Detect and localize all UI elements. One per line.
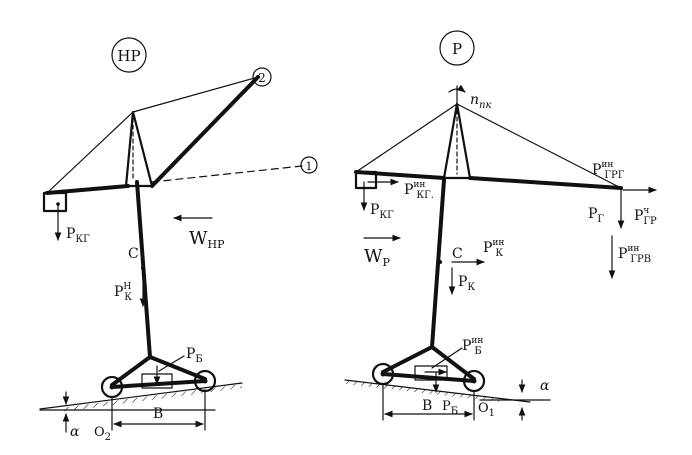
left-marker-1-circle <box>300 156 318 174</box>
right-ground-hatch <box>345 380 500 402</box>
left-counter-tie <box>46 111 134 194</box>
right-pivot-text: O1 <box>478 401 495 419</box>
left-b-label: B <box>153 406 163 422</box>
right-c-point <box>438 260 442 264</box>
left-c-label: C <box>128 246 139 262</box>
left-ground-hatch <box>60 384 242 412</box>
left-marker-2: 2 <box>258 71 266 85</box>
left-pb-leader <box>158 355 185 372</box>
right-chassis-beam <box>381 372 476 383</box>
left-mode-circle <box>111 37 147 73</box>
right-strut-front <box>381 345 434 374</box>
right-mode-circle <box>439 30 475 66</box>
left-chassis-beam <box>110 379 207 389</box>
right-b-label: B <box>422 398 432 414</box>
left-alpha-label: α <box>70 424 80 440</box>
right-rot-text: nпк <box>470 92 491 111</box>
left-tower-head <box>124 110 154 188</box>
left-marker-2-circle <box>252 67 272 87</box>
left-marker-1: 1 <box>306 160 313 173</box>
right-counter-tie <box>355 103 458 173</box>
left-strut-front <box>110 355 152 387</box>
right-jib <box>468 176 623 190</box>
right-counterweight <box>354 170 378 190</box>
right-pg-text: PГ <box>588 206 604 225</box>
right-strut-rear <box>430 345 476 381</box>
left-jib-tie <box>132 76 259 113</box>
right-tower-head <box>442 102 472 180</box>
left-load-text: PКГ <box>66 226 90 245</box>
left-jib-raised <box>150 75 260 188</box>
left-mode-label: НР <box>117 47 140 65</box>
left-jib-horizontal-dashed <box>151 165 303 183</box>
left-ground-line <box>39 382 243 410</box>
right-pk-text: PК <box>458 274 475 293</box>
right-jib-tie <box>456 103 622 189</box>
left-crane: НР α 2 1 <box>39 37 318 443</box>
right-wind-text: WР <box>364 246 391 269</box>
right-tower <box>430 178 446 349</box>
left-wind-text: WНР <box>189 228 225 251</box>
right-pkg-text: PКГ <box>370 202 394 221</box>
left-c-point <box>141 266 145 270</box>
left-strut-rear <box>148 355 207 381</box>
left-counter-jib <box>45 184 130 195</box>
right-c-label: C <box>452 246 463 262</box>
right-alpha-label: α <box>540 378 550 394</box>
left-pb-text: PБ <box>186 346 203 365</box>
right-rot-arc <box>448 84 466 93</box>
right-mode-label: Р <box>452 40 462 58</box>
left-counterweight <box>42 191 68 213</box>
left-pivot-text: O2 <box>94 425 111 443</box>
right-pbin-leader <box>431 347 463 369</box>
right-crane: Р α nпк PКГ <box>344 30 657 421</box>
right-ballast-block <box>414 365 448 381</box>
